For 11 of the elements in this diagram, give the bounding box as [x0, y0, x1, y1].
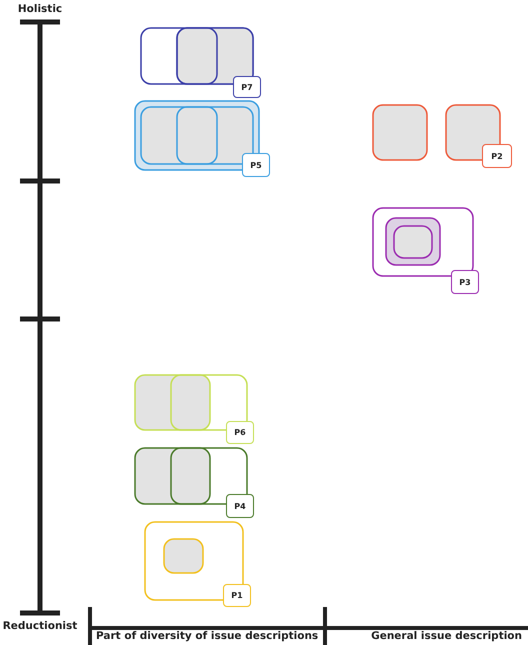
axis-label: General issue description	[371, 630, 522, 642]
pattern-tag: P2	[482, 144, 512, 168]
axis-label: Holistic	[18, 3, 62, 15]
pattern-tag: P4	[226, 494, 254, 518]
pattern-tag: P1	[223, 584, 251, 607]
pattern-tag: P3	[451, 270, 479, 294]
pattern-tag: P6	[226, 421, 254, 444]
axis-label: Part of diversity of issue descriptions	[96, 630, 318, 642]
pattern-tag: P5	[242, 153, 270, 177]
pattern-tag: P7	[233, 76, 261, 98]
axis-label: Reductionist	[2, 620, 78, 632]
